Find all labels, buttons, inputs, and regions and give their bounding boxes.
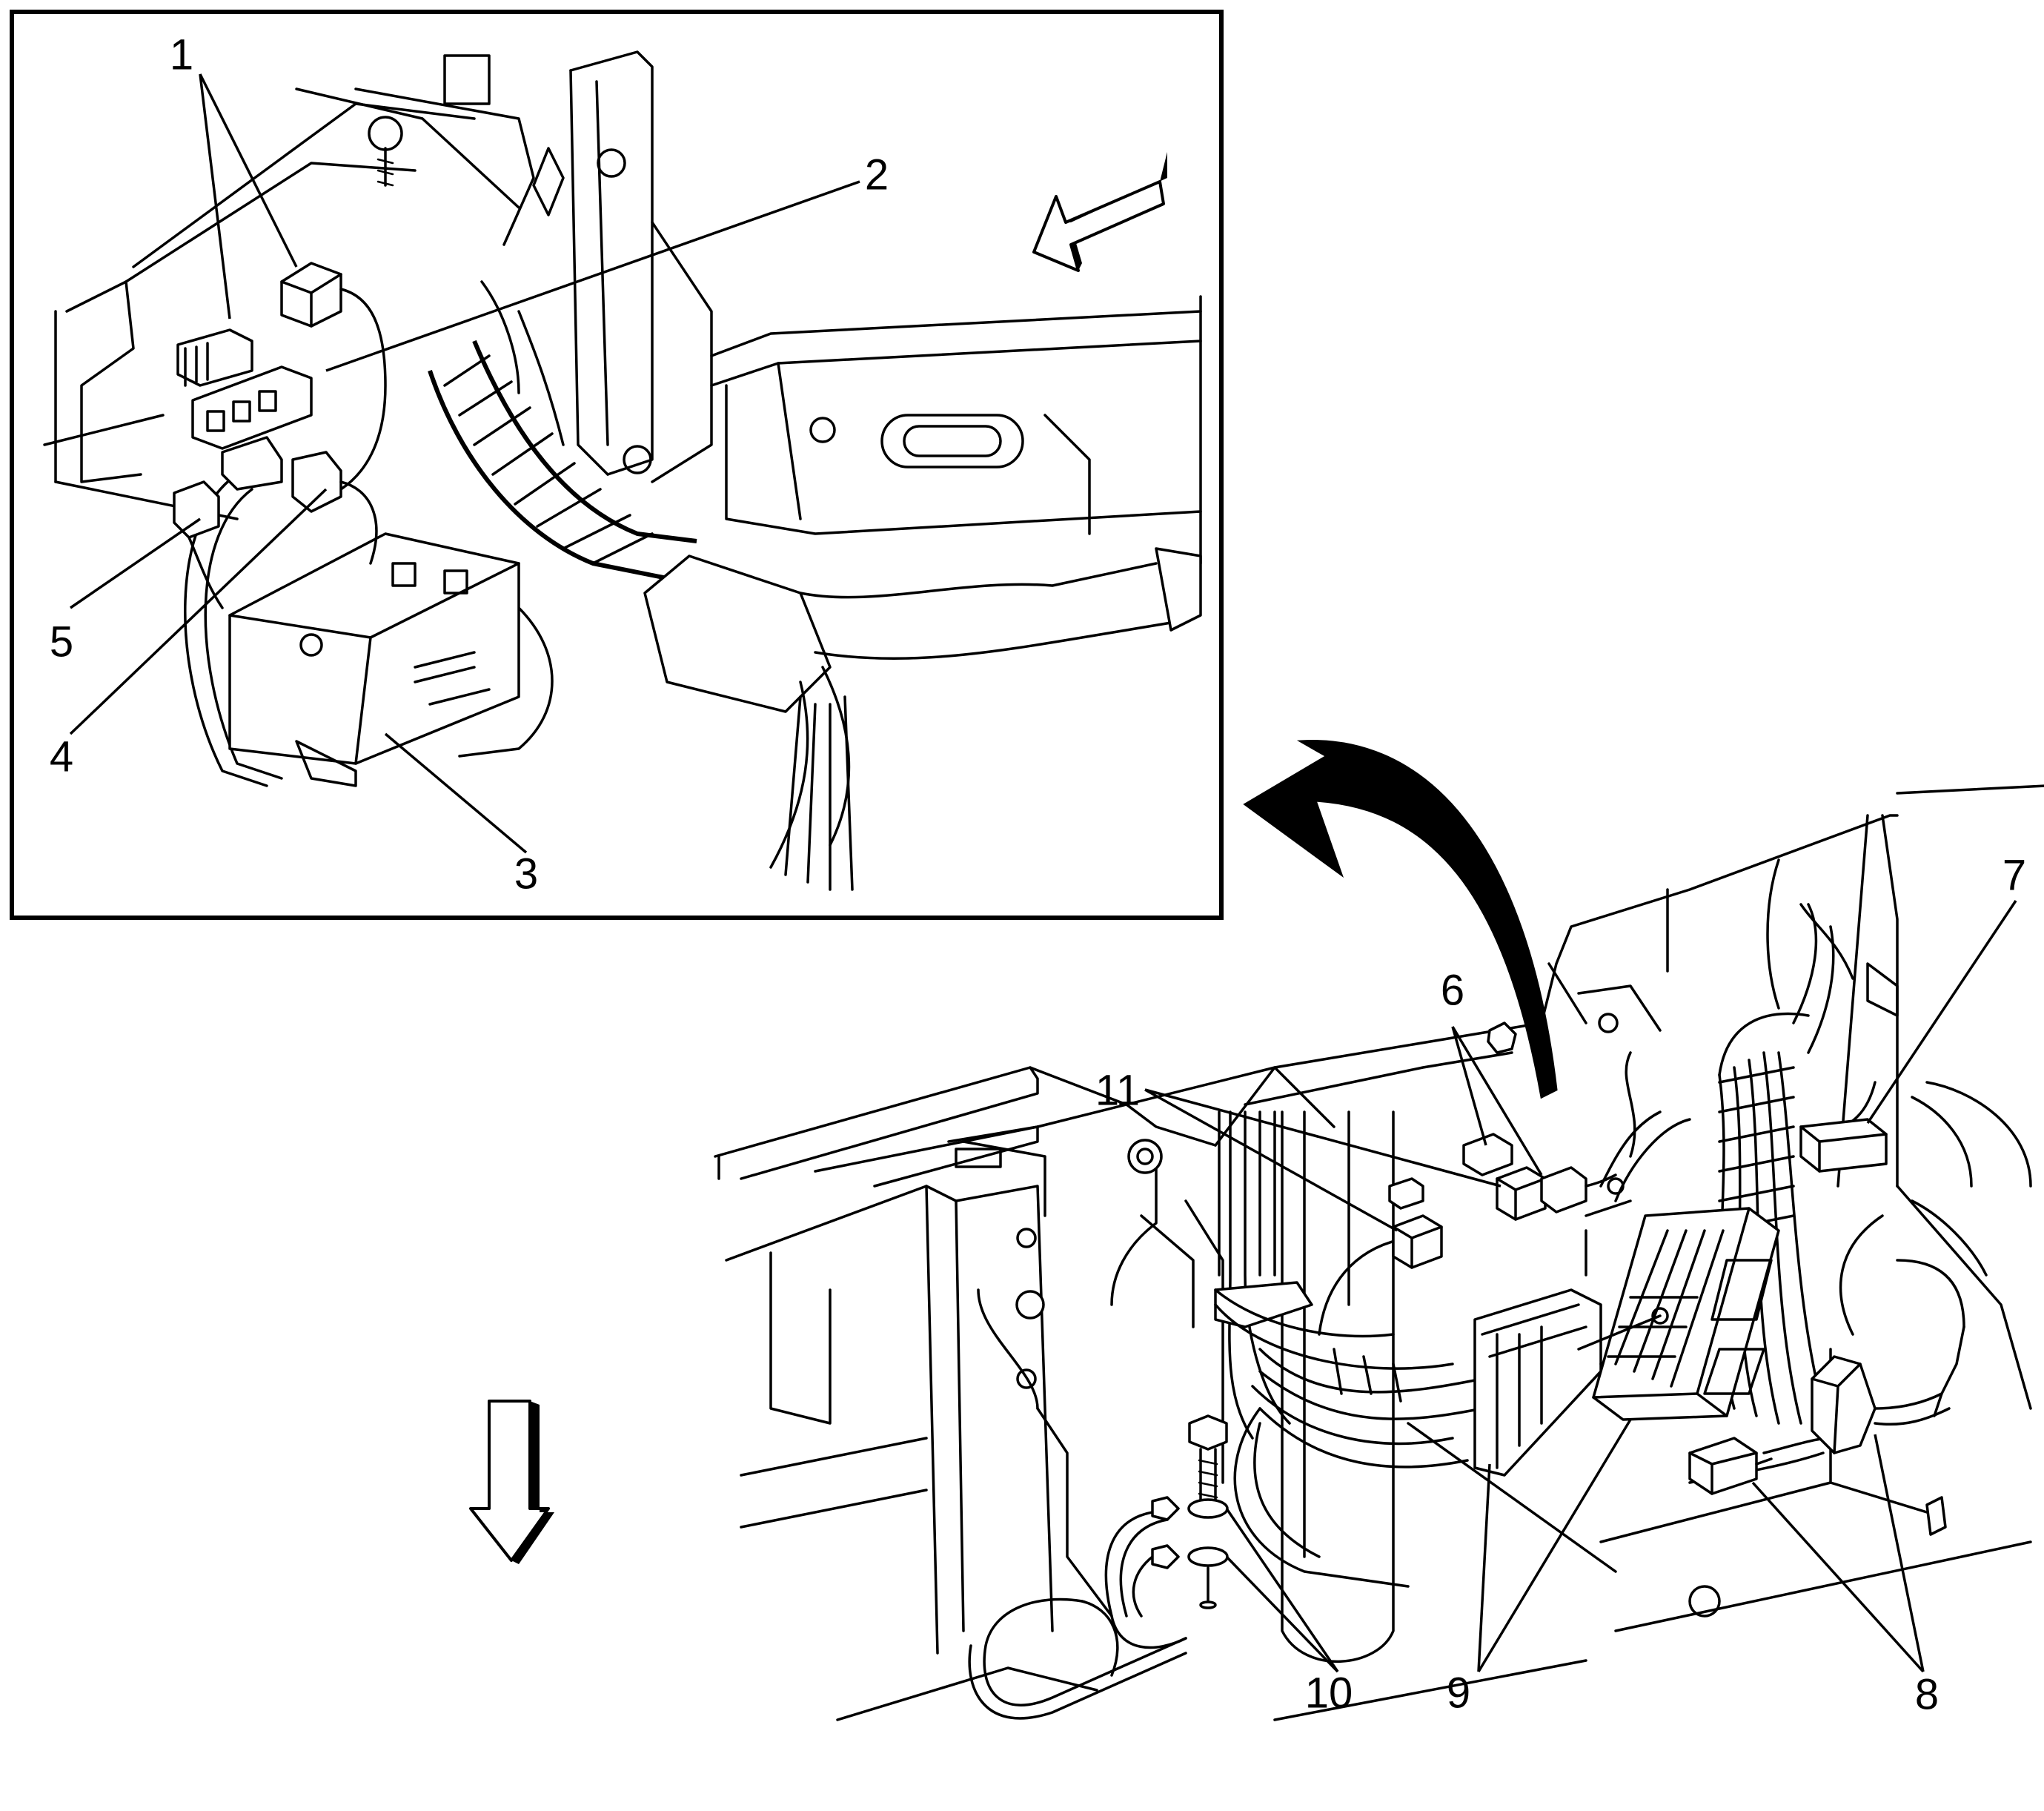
main-view [469, 784, 2044, 1721]
inset-module [228, 532, 520, 787]
main-body-structure [714, 784, 2044, 1721]
direction-arrow-icon [1032, 152, 1167, 272]
main-harness [968, 903, 1988, 1720]
main-leaders [1144, 900, 2017, 1673]
inset-screw [368, 116, 403, 187]
callout-10: 10 [1305, 1669, 1353, 1717]
callout-labels: 1 2 3 4 5 6 7 8 9 10 11 [50, 30, 2026, 1718]
callout-5: 5 [50, 618, 73, 666]
callout-6: 6 [1441, 966, 1464, 1014]
callout-2: 2 [865, 150, 889, 199]
inset-leaders [69, 73, 860, 854]
main-connectors [1388, 1118, 1951, 1536]
callout-7: 7 [2002, 851, 2026, 899]
callout-9: 9 [1447, 1669, 1470, 1717]
inset-harness [184, 280, 1202, 891]
ground-bolt [1151, 1414, 1229, 1609]
curved-arrow-icon [1243, 740, 1558, 1099]
callout-8: 8 [1915, 1670, 1939, 1718]
down-arrow-icon [469, 1400, 554, 1564]
callout-1: 1 [170, 30, 193, 79]
detail-inset [10, 10, 1224, 920]
inset-body-panels [43, 50, 1202, 565]
callout-4: 4 [50, 732, 73, 781]
inset-frame [10, 10, 1224, 920]
callout-3: 3 [514, 850, 538, 898]
inset-connectors [173, 262, 387, 609]
callout-11: 11 [1095, 1066, 1140, 1114]
